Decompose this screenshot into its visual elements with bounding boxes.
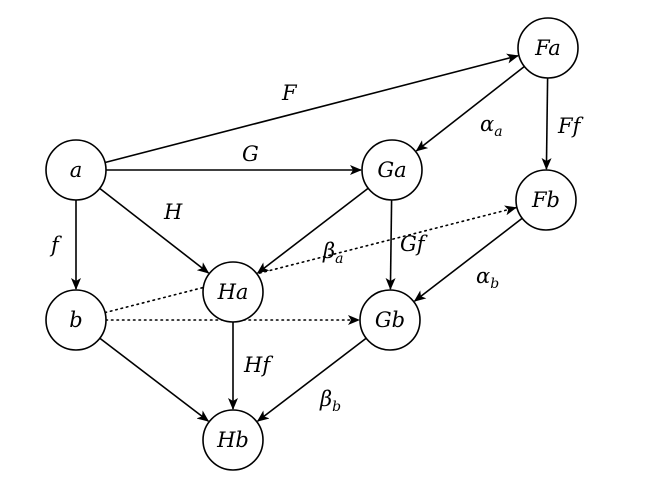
node-label: Ga — [377, 158, 406, 182]
node-circle — [359, 289, 421, 351]
node-fa: Fa — [517, 17, 579, 79]
node-circle — [517, 17, 579, 79]
node-fb: Fb — [515, 169, 577, 231]
node-label: Gb — [375, 308, 405, 332]
edge-label-alpha-b: αb — [476, 264, 499, 292]
node-circle — [361, 139, 423, 201]
node-label: b — [69, 308, 82, 332]
edge-label-beta-a: βa — [322, 239, 344, 267]
node-circle — [45, 139, 107, 201]
node-hb: Hb — [202, 409, 264, 471]
edge-label-subscript: b — [490, 276, 499, 292]
edge-beta-b — [256, 337, 367, 422]
edge-label-subscript: b — [332, 399, 341, 415]
edge-label-hf: Hf — [243, 353, 273, 377]
edge-label-f: f — [49, 233, 62, 257]
edge-h — [99, 187, 210, 274]
edge-gf — [385, 199, 396, 291]
edge-label-f: F — [281, 81, 298, 105]
edge-ff — [541, 77, 552, 171]
edge-f — [104, 53, 519, 164]
node-label: Fa — [534, 36, 561, 60]
edge-label-gf: Gf — [400, 232, 428, 256]
edge-beta-a — [104, 205, 517, 314]
edge-label-alpha-a: αa — [480, 112, 503, 140]
edge-label-g: G — [242, 142, 259, 166]
edge-alpha-b — [413, 217, 523, 302]
node-ha: Ha — [202, 261, 264, 323]
edge-label-subscript: a — [335, 251, 343, 267]
node-label: Hb — [216, 428, 249, 452]
edges-layer — [71, 53, 552, 422]
node-circle — [202, 261, 264, 323]
edge-ga-ha — [256, 187, 369, 274]
node-circle — [45, 289, 107, 351]
edge-b-hb — [99, 337, 210, 422]
node-label: Ha — [217, 280, 249, 304]
node-b: b — [45, 289, 107, 351]
edge-label-subscript: a — [494, 124, 502, 140]
node-gb: Gb — [359, 289, 421, 351]
node-label: a — [70, 158, 83, 182]
node-label: Fb — [531, 188, 560, 212]
node-ga: Ga — [361, 139, 423, 201]
node-circle — [515, 169, 577, 231]
edge-label-h: H — [163, 200, 183, 224]
node-a: a — [45, 139, 107, 201]
edge-label-beta-b: βb — [319, 387, 341, 415]
edge-label-ff: Ff — [557, 114, 584, 138]
edge-alpha-a — [415, 65, 525, 152]
node-circle — [202, 409, 264, 471]
